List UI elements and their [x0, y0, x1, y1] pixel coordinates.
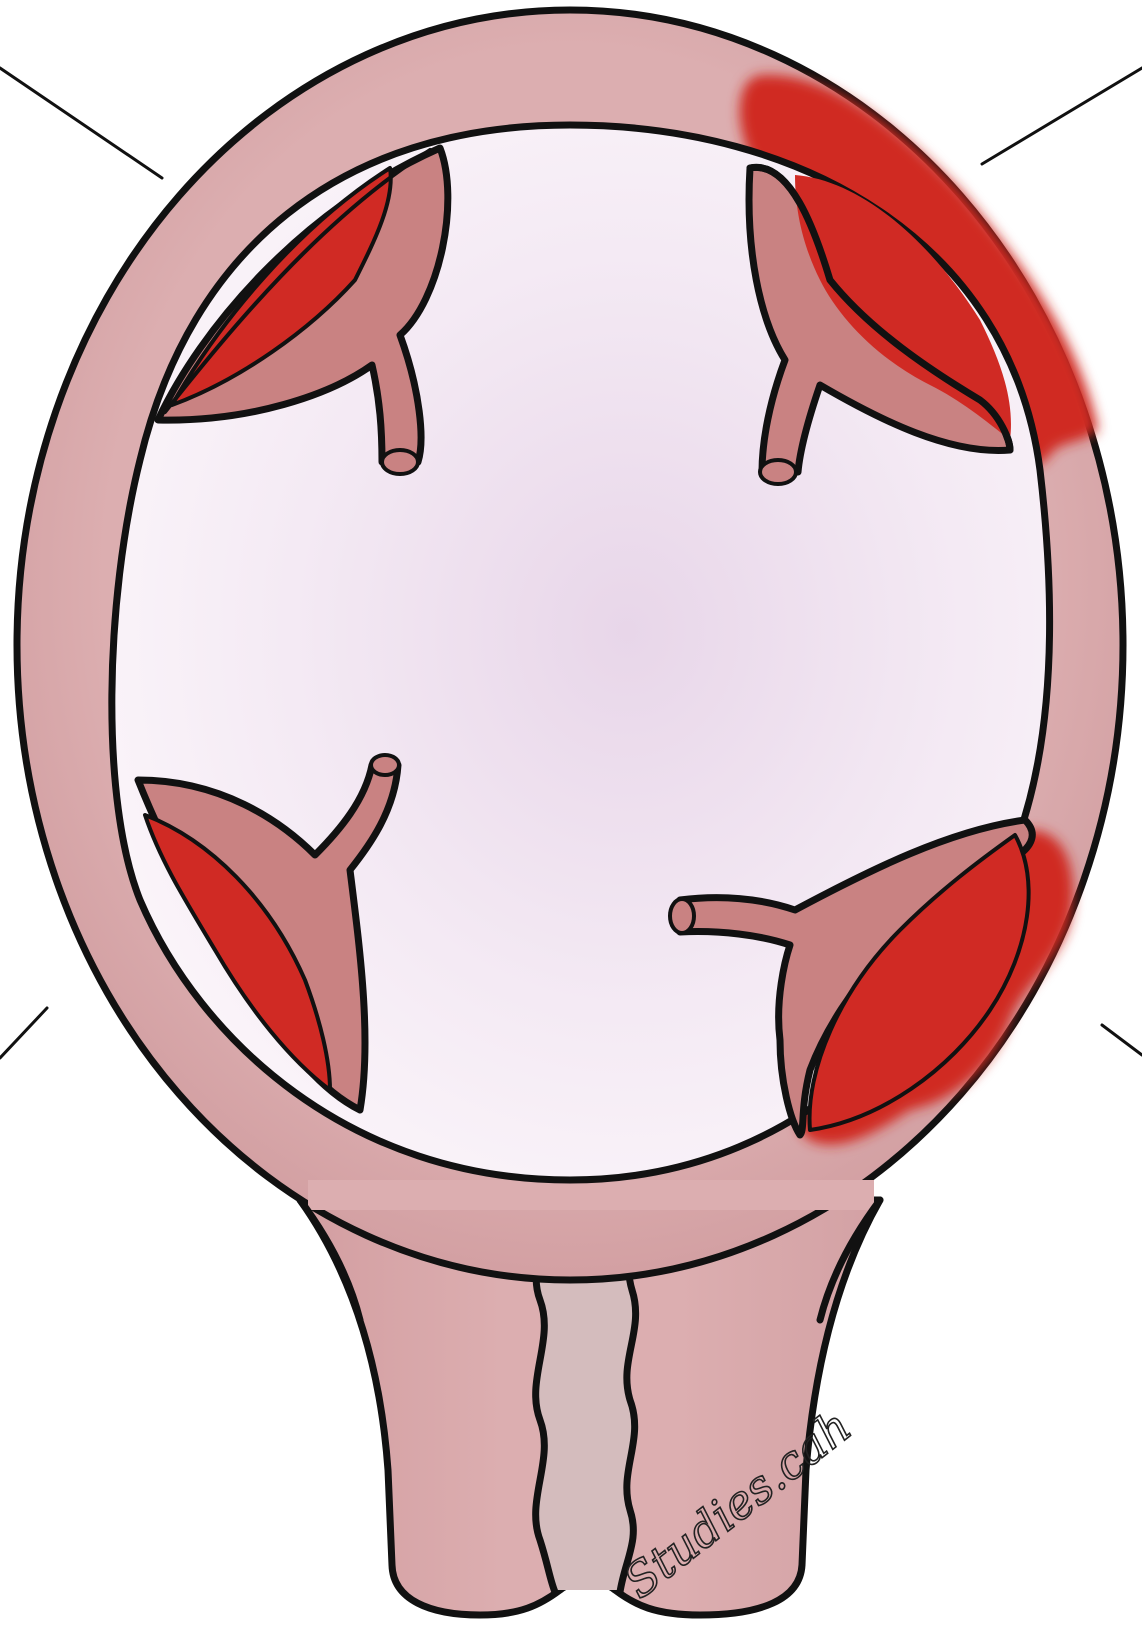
leader-line-bottom-left — [0, 1008, 47, 1058]
wall-cervix-join — [308, 1180, 874, 1210]
leader-line-top-left — [0, 68, 162, 178]
leader-line-bottom-right — [1102, 1025, 1142, 1055]
leader-line-top-right — [982, 68, 1142, 164]
